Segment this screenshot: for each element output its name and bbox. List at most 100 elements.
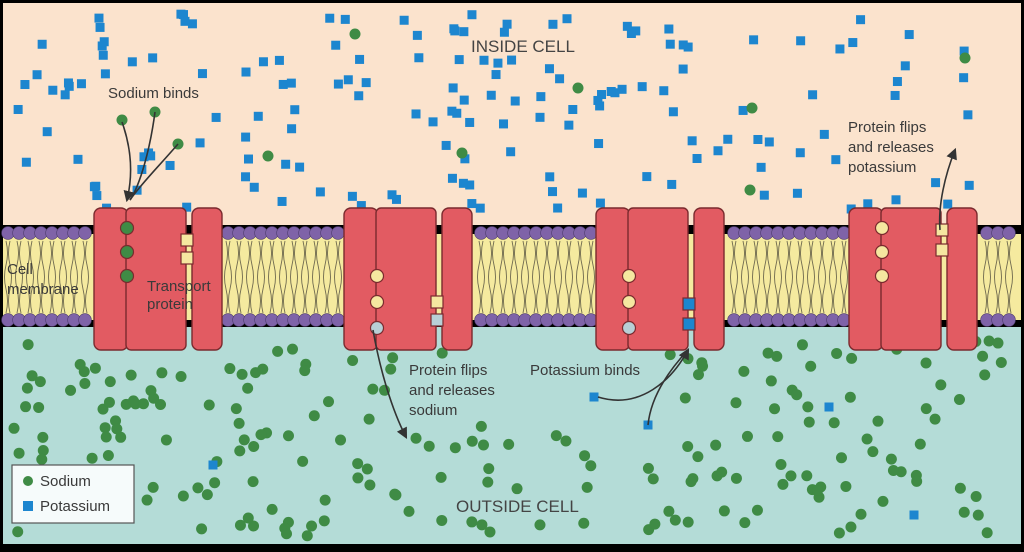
potassium-ion: [668, 107, 678, 117]
sodium-ion: [771, 350, 783, 362]
sodium-ion: [349, 28, 361, 40]
potassium-ion: [211, 112, 221, 122]
sodium-ion: [137, 398, 149, 410]
protein-subunit-center: [375, 207, 437, 351]
potassium-ion: [475, 203, 485, 213]
lipid-tail: [327, 240, 331, 314]
sodium-ion: [257, 363, 269, 375]
sodium-ion: [449, 442, 461, 454]
sodium-ion: [156, 367, 168, 379]
sodium-ion: [125, 369, 137, 381]
sodium-ion: [845, 521, 857, 533]
potassium-ion: [42, 127, 52, 137]
arrows: [121, 111, 957, 439]
potassium-binding-site: [180, 251, 194, 265]
potassium-ion: [796, 36, 806, 46]
lipid-head: [78, 226, 92, 240]
potassium-ion: [454, 55, 464, 65]
sodium-ion: [147, 481, 159, 493]
arrow-release-potassium: [938, 147, 957, 231]
sodium-ion: [867, 446, 879, 458]
potassium-ion: [491, 70, 501, 80]
potassium-ion: [127, 57, 137, 67]
lipid-tail: [294, 240, 298, 314]
sodium-binding-site: [874, 244, 890, 260]
sodium-binding-site: [369, 294, 385, 310]
potassium-ion: [665, 39, 675, 49]
sodium-ion: [160, 434, 172, 446]
potassium-ion: [448, 83, 458, 93]
sodium-ion: [86, 452, 98, 464]
sodium-ion: [972, 509, 984, 521]
sodium-ion: [230, 403, 242, 415]
sodium-ion: [34, 376, 46, 388]
lipid-tail: [1009, 240, 1013, 314]
potassium-ion: [447, 173, 457, 183]
sodium-ion: [803, 416, 815, 428]
sodium-ion: [953, 394, 965, 406]
potassium-ion: [287, 124, 297, 134]
sodium-ion: [663, 505, 675, 517]
potassium-ion: [692, 153, 702, 163]
potassium-ion: [808, 90, 818, 100]
lipid-tail: [778, 240, 782, 314]
sodium-ion: [247, 476, 259, 488]
potassium-ion: [13, 104, 23, 114]
potassium-ion: [333, 79, 343, 89]
sodium-ion: [572, 82, 584, 94]
potassium-ion: [667, 179, 677, 189]
potassium-ion: [414, 53, 424, 63]
potassium-ion: [548, 187, 558, 197]
potassium-ion: [180, 16, 190, 26]
potassium-ion: [99, 37, 109, 47]
sodium-ion: [347, 355, 359, 367]
sodium-ion: [299, 365, 311, 377]
potassium-ion: [824, 402, 834, 412]
sodium-ion: [8, 422, 20, 434]
sodium-ion: [272, 345, 284, 357]
lipid-tail: [37, 240, 41, 314]
sodium-ion: [579, 450, 591, 462]
potassium-binding-site: [682, 317, 696, 331]
potassium-binding-site: [430, 313, 444, 327]
lipid-tail: [554, 240, 558, 314]
sodium-ion: [477, 439, 489, 451]
potassium-ion: [465, 117, 475, 127]
sodium-ion: [920, 357, 932, 369]
lipid-tail: [756, 240, 760, 314]
lipid-tail: [745, 240, 749, 314]
potassium-ion: [678, 40, 688, 50]
sodium-ion: [116, 114, 128, 126]
potassium-ion: [347, 191, 357, 201]
sodium-ion: [367, 383, 379, 395]
sodium-ion: [805, 360, 817, 372]
potassium-ion: [593, 95, 603, 105]
flip-potassium-label-line-3: potassium: [848, 159, 916, 176]
potassium-ion: [486, 90, 496, 100]
potassium-ion: [683, 42, 693, 52]
potassium-ion: [545, 172, 555, 182]
sodium-ion: [248, 520, 260, 532]
potassium-ion: [617, 84, 627, 94]
potassium-ion: [687, 136, 697, 146]
potassium-ion: [73, 154, 83, 164]
potassium-ion: [749, 35, 759, 45]
lipid-tail: [52, 240, 56, 314]
sodium-ion: [979, 369, 991, 381]
sodium-ion: [796, 339, 808, 351]
potassium-ion: [502, 19, 512, 29]
legend-potassium-label: Potassium: [40, 498, 110, 515]
lipid-tail: [994, 240, 998, 314]
potassium-ion: [331, 40, 341, 50]
protein-subunit-center: [880, 207, 942, 351]
lipid-tail: [547, 240, 551, 314]
sodium-ion: [981, 527, 993, 539]
lipid-tail: [338, 240, 342, 314]
sodium-ion: [436, 347, 448, 359]
potassium-ion: [892, 77, 902, 87]
lipid-tail: [59, 240, 63, 314]
flip-sodium-label-line-2: and releases: [409, 382, 495, 399]
sodium-ion: [201, 489, 213, 501]
potassium-ion: [63, 78, 73, 88]
sodium-ion: [466, 435, 478, 447]
